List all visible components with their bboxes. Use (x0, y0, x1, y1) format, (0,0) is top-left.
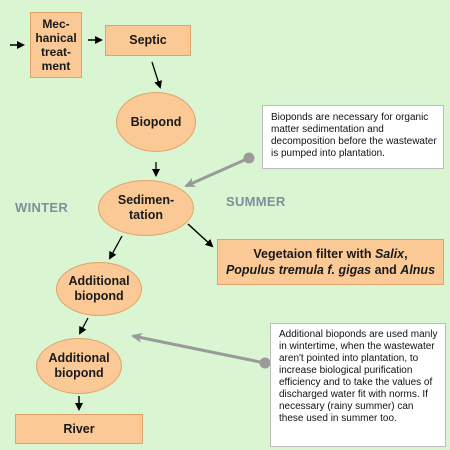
node-vegetation-filter: Vegetaion filter with Salix, Populus tre… (217, 239, 444, 285)
pointer-additional-note-dot (259, 357, 271, 369)
node-river: River (15, 414, 143, 444)
vegetation-line-1: Vegetaion filter with Salix, (253, 246, 407, 262)
node-sedimentation: Sedimen- tation (98, 180, 194, 236)
pointer-additional-note (131, 332, 266, 365)
node-mechanical-treatment: Mec- hanical treat- ment (30, 12, 82, 78)
vegetation-comma: , (404, 247, 408, 261)
note-additional-biopond: Additional bioponds are used manly in wi… (270, 323, 446, 447)
arrow-sedimentation-additional1 (109, 235, 123, 260)
pointer-biopond-note (184, 156, 250, 188)
vegetation-salix: Salix (374, 247, 405, 261)
season-winter-label: WINTER (15, 200, 69, 215)
node-septic: Septic (105, 25, 191, 56)
vegetation-line-2: Populus tremula f. gigas and Alnus (226, 262, 435, 278)
season-summer-label: SUMMER (226, 194, 286, 209)
arrow-sedimentation-vegetation (187, 223, 214, 248)
vegetation-text-1: Vegetaion filter with (253, 247, 375, 261)
vegetation-and: and (371, 263, 401, 277)
node-additional-biopond-1: Additional biopond (56, 262, 142, 316)
node-additional-biopond-2: Additional biopond (36, 338, 122, 394)
arrow-septic-biopond (151, 61, 162, 89)
arrow-additional1-additional2 (79, 317, 89, 335)
note-biopond: Bioponds are necessary for organic matte… (262, 105, 444, 169)
vegetation-populus: Populus tremula f. gigas (225, 263, 372, 277)
pointer-biopond-note-dot (243, 152, 255, 164)
vegetation-alnus: Alnus (400, 263, 436, 277)
node-biopond: Biopond (116, 92, 196, 152)
